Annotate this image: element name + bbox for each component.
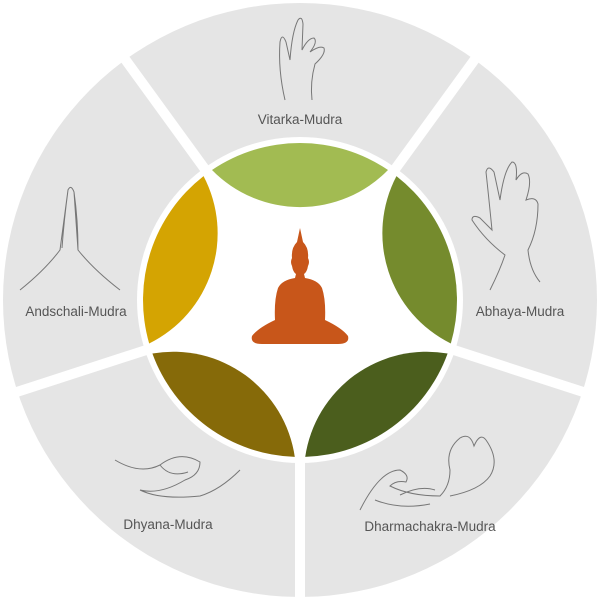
dharmachakra-hands-icon: [359, 435, 495, 511]
leaf-andschali: [143, 176, 218, 344]
abhaya-hand-icon: [471, 161, 541, 291]
segment-label-dhyana: Dhyana-Mudra: [123, 517, 213, 532]
andschali-hands-icon: [19, 186, 121, 291]
segment-label-abhaya: Abhaya-Mudra: [475, 304, 565, 319]
vitarka-hand-icon: [279, 17, 325, 101]
leaf-dhyana: [152, 351, 295, 457]
segment-label-vitarka: Vitarka-Mudra: [257, 112, 343, 127]
dhyana-hands-icon: [114, 456, 241, 498]
segment-label-andschali: Andschali-Mudra: [25, 304, 127, 319]
segment-label-dharmachakra: Dharmachakra-Mudra: [364, 519, 496, 534]
buddha-meditation-icon: [251, 228, 349, 344]
leaf-abhaya: [382, 176, 457, 344]
leaf-vitarka: [212, 143, 388, 208]
leaf-dharmachakra: [305, 351, 448, 457]
